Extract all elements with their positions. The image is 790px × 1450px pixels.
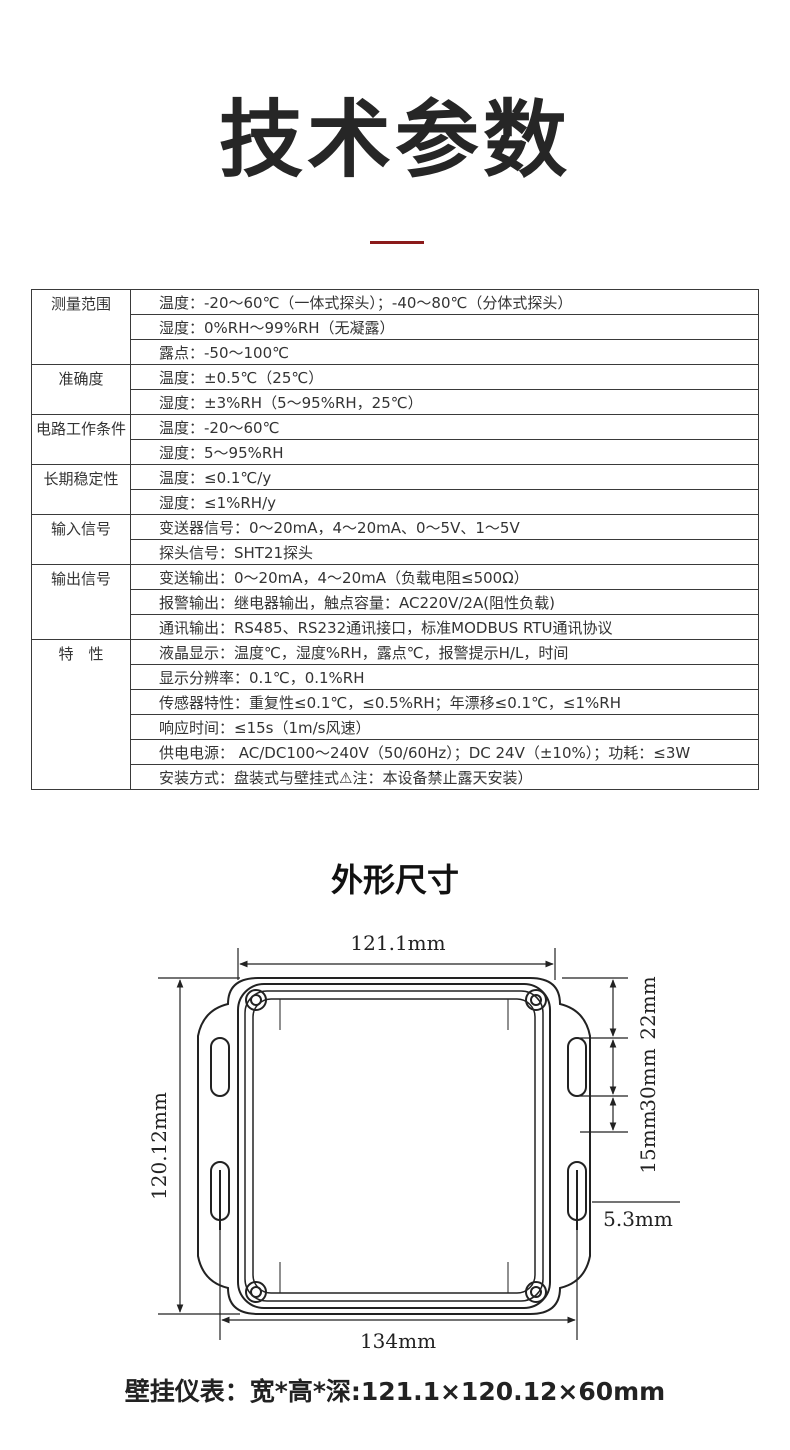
dim-22-label: 22mm: [636, 976, 660, 1039]
spec-category: 测量范围: [31, 289, 131, 365]
spec-value: 显示分辨率：0.1℃，0.1%RH: [130, 664, 759, 690]
title-underline: [370, 241, 424, 244]
table-row: 湿度：0%RH～99%RH（无凝露）: [32, 314, 759, 340]
mounting-slots: [210, 1037, 587, 1230]
table-row: 湿度：5～95%RH: [32, 439, 759, 465]
spec-category: 特 性: [31, 639, 131, 790]
spec-category: 输出信号: [31, 564, 131, 640]
width-dimension: [237, 948, 556, 980]
spec-value: 传感器特性：重复性≤0.1℃，≤0.5%RH；年漂移≤0.1℃，≤1%RH: [130, 689, 759, 715]
height-label: 120.12mm: [147, 1092, 171, 1200]
spec-value: 湿度：±3%RH（5～95%RH，25℃）: [130, 389, 759, 415]
footer-dimensions: 壁挂仪表：宽*高*深:121.1×120.12×60mm: [124, 1377, 666, 1406]
spec-value: 湿度：≤1%RH/y: [130, 489, 759, 515]
corner-screws: [245, 989, 547, 1303]
overall-width-dimension: [219, 1220, 578, 1340]
spec-category: 长期稳定性: [31, 464, 131, 515]
table-row: 探头信号：SHT21探头: [32, 539, 759, 565]
overall-width-label: 134mm: [360, 1329, 436, 1353]
right-dimensions: [562, 977, 628, 1133]
slot-width-label: 5.3mm: [603, 1207, 673, 1231]
table-row: 显示分辨率：0.1℃，0.1%RH: [32, 664, 759, 690]
table-row: 长期稳定性温度：≤0.1℃/y: [31, 464, 759, 515]
spec-category: 电路工作条件: [31, 414, 131, 465]
spec-value: 报警输出：继电器输出，触点容量：AC220V/2A(阻性负载): [130, 589, 759, 615]
table-row: 测量范围温度：-20～60℃（一体式探头）；-40～80℃（分体式探头）: [31, 289, 759, 365]
dim-30-label: 30mm: [636, 1048, 660, 1111]
spec-value: 温度：±0.5℃（25℃）: [130, 364, 759, 390]
spec-category: 准确度: [31, 364, 131, 415]
dimension-drawing: 121.1mm 120.12mm 134mm 22mm 30mm 15mm 5.…: [147, 931, 680, 1353]
table-row: 输入信号变送器信号：0～20mA，4～20mA、0～5V、1～5V: [31, 514, 759, 565]
housing-outline: [197, 977, 591, 1315]
table-row: 露点：-50～100℃: [32, 339, 759, 365]
spec-value: 变送器信号：0～20mA，4～20mA、0～5V、1～5V: [130, 514, 759, 540]
spec-value: 湿度：5～95%RH: [130, 439, 759, 465]
page-title: 技术参数: [218, 91, 571, 189]
spec-value: 温度：-20～60℃: [130, 414, 759, 440]
dim-15-label: 15mm: [636, 1110, 660, 1173]
spec-value: 安装方式：盘装式与壁挂式⚠注：本设备禁止露天安装）: [130, 764, 759, 790]
height-dimension: [158, 977, 240, 1315]
table-row: 传感器特性：重复性≤0.1℃，≤0.5%RH；年漂移≤0.1℃，≤1%RH: [32, 689, 759, 715]
width-label: 121.1mm: [350, 931, 445, 955]
spec-category: 输入信号: [31, 514, 131, 565]
table-row: 供电电源： AC/DC100～240V（50/60Hz）；DC 24V（±10%…: [32, 739, 759, 765]
dimension-title: 外形尺寸: [330, 861, 459, 899]
spec-value: 供电电源： AC/DC100～240V（50/60Hz）；DC 24V（±10%…: [130, 739, 759, 765]
table-row: 响应时间：≤15s（1m/s风速）: [32, 714, 759, 740]
table-row: 湿度：≤1%RH/y: [32, 489, 759, 515]
spec-value: 露点：-50～100℃: [130, 339, 759, 365]
table-row: 特 性液晶显示：温度℃，湿度%RH，露点℃，报警提示H/L，时间: [31, 639, 759, 790]
table-row: 准确度温度：±0.5℃（25℃）: [31, 364, 759, 415]
table-row: 湿度：±3%RH（5～95%RH，25℃）: [32, 389, 759, 415]
table-row: 电路工作条件温度：-20～60℃: [31, 414, 759, 465]
spec-table: 测量范围温度：-20～60℃（一体式探头）；-40～80℃（分体式探头）湿度：0…: [31, 289, 759, 790]
table-row: 安装方式：盘装式与壁挂式⚠注：本设备禁止露天安装）: [32, 764, 759, 790]
spec-value: 湿度：0%RH～99%RH（无凝露）: [130, 314, 759, 340]
housing-inner: [237, 983, 551, 1309]
table-row: 报警输出：继电器输出，触点容量：AC220V/2A(阻性负载): [32, 589, 759, 615]
spec-value: 温度：-20～60℃（一体式探头）；-40～80℃（分体式探头）: [130, 289, 759, 315]
spec-value: 变送输出：0～20mA，4～20mA（负载电阻≤500Ω）: [130, 564, 759, 590]
spec-value: 探头信号：SHT21探头: [130, 539, 759, 565]
table-row: 输出信号变送输出：0～20mA，4～20mA（负载电阻≤500Ω）: [31, 564, 759, 640]
spec-value: 液晶显示：温度℃，湿度%RH，露点℃，报警提示H/L，时间: [130, 639, 759, 665]
spec-value: 响应时间：≤15s（1m/s风速）: [130, 714, 759, 740]
spec-value: 温度：≤0.1℃/y: [130, 464, 759, 490]
spec-value: 通讯输出：RS485、RS232通讯接口，标准MODBUS RTU通讯协议: [130, 614, 759, 640]
table-row: 通讯输出：RS485、RS232通讯接口，标准MODBUS RTU通讯协议: [32, 614, 759, 640]
